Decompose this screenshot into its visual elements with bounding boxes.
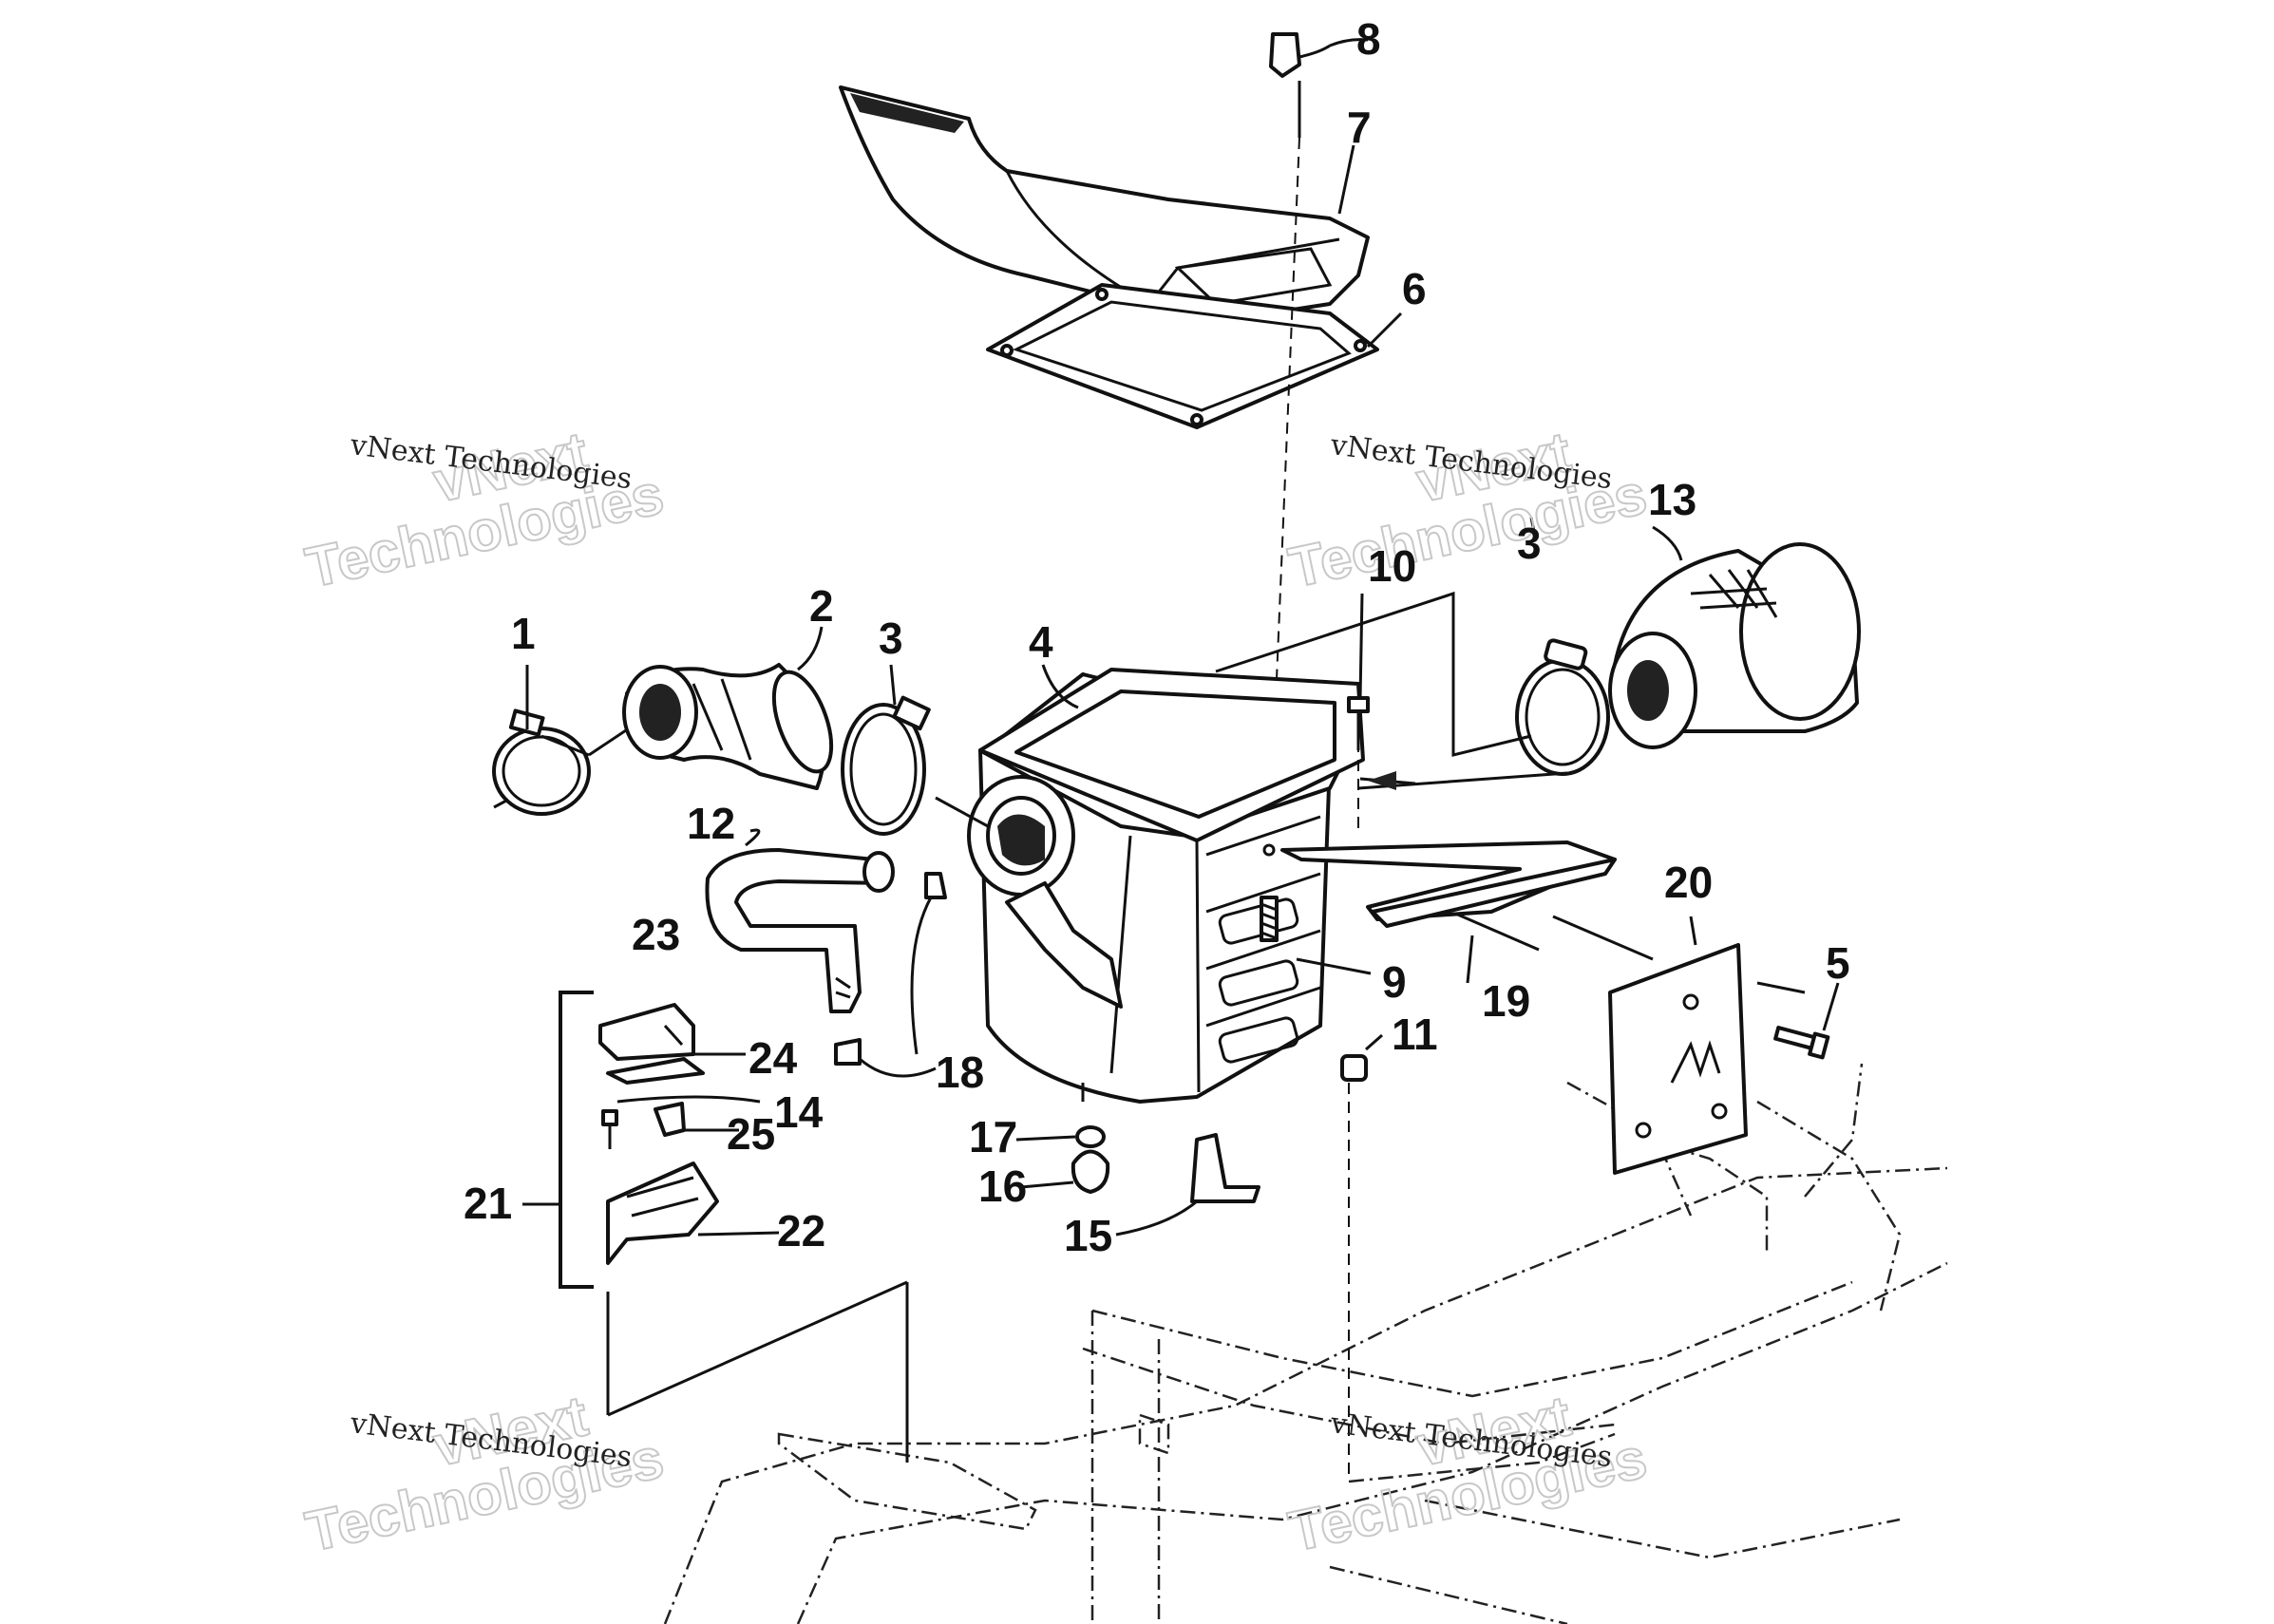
part-1-clamp [492, 708, 633, 816]
part-9-spring [1260, 896, 1279, 942]
callout-10: 10 [1368, 541, 1416, 591]
callout-16: 16 [978, 1161, 1027, 1211]
part-15-bracket [1190, 1133, 1260, 1203]
callout-13: 13 [1648, 475, 1696, 524]
callout-21: 21 [464, 1179, 512, 1228]
part-10-bolt [1347, 696, 1370, 750]
part-14-screw [601, 1109, 618, 1149]
part-12-hose [705, 848, 895, 1013]
callout-labels: 1 2 3 3 4 5 6 7 8 9 10 11 12 13 14 15 16… [464, 14, 1850, 1260]
part-23-foam-block [598, 1003, 695, 1061]
part-5-bolt [1773, 1026, 1830, 1060]
callout-11: 11 [1392, 1010, 1438, 1059]
part-18-drain-tube [834, 872, 947, 1066]
callout-3-left: 3 [879, 614, 903, 663]
part-11-grommet [1340, 1054, 1368, 1082]
callout-1: 1 [511, 609, 536, 658]
group-bracket-21 [559, 991, 594, 1289]
callout-2: 2 [809, 581, 834, 631]
part-4-airbox [967, 668, 1365, 1104]
callout-3-right: 3 [1517, 519, 1542, 568]
part-19-plate [1280, 840, 1617, 928]
callout-5: 5 [1826, 938, 1850, 988]
part-3-clamp-right [1515, 638, 1635, 776]
rod-path-8 [1264, 137, 1300, 951]
callout-4: 4 [1029, 617, 1053, 667]
part-22-holder [606, 1161, 719, 1265]
part-17-washer [1075, 1125, 1106, 1148]
callout-6: 6 [1402, 264, 1427, 313]
part-3-clamp-left [841, 695, 989, 836]
callout-23: 23 [632, 910, 680, 959]
callout-7: 7 [1347, 103, 1372, 152]
part-6-gasket [986, 283, 1379, 429]
part-20-cover-plate [1608, 943, 1748, 1175]
callout-14: 14 [774, 1087, 824, 1137]
callout-12: 12 [687, 799, 735, 848]
part-16-plug [1071, 1149, 1110, 1194]
part-24-pad [606, 1057, 705, 1085]
callout-15: 15 [1064, 1211, 1112, 1260]
callout-25: 25 [727, 1109, 775, 1159]
part-25-clip [654, 1102, 686, 1137]
part-7-intake-duct [839, 85, 1370, 325]
callout-20: 20 [1664, 858, 1713, 907]
callout-24: 24 [749, 1033, 798, 1083]
part-2-elbow-duct [622, 663, 834, 790]
callout-leaders [525, 38, 1840, 1237]
part-13-air-filter [1608, 542, 1861, 749]
callout-19: 19 [1482, 976, 1530, 1026]
callout-17: 17 [969, 1112, 1017, 1161]
callout-18: 18 [936, 1048, 984, 1097]
callout-22: 22 [777, 1206, 825, 1256]
callout-9: 9 [1382, 957, 1407, 1007]
callout-8: 8 [1356, 14, 1381, 64]
part-8-clip [1269, 32, 1331, 138]
